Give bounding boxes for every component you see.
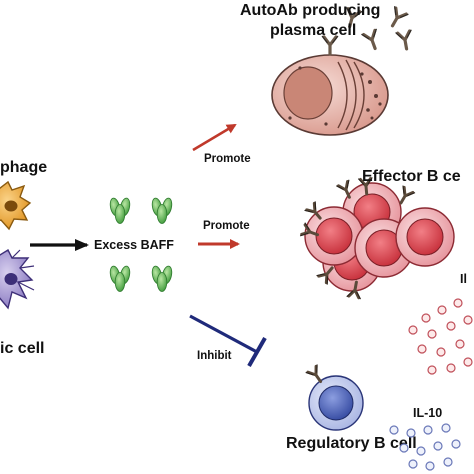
effector-cytokines <box>408 298 473 375</box>
plasma-cell-label-line1: AutoAb producing <box>240 2 380 19</box>
promote-label-effector: Promote <box>203 220 250 232</box>
dendritic-cell <box>0 249 35 310</box>
il10-cytokines <box>389 423 461 471</box>
excess-baff-label: Excess BAFF <box>94 238 174 252</box>
effector-cytokine-label: Il <box>460 272 467 286</box>
macrophage-label: phage <box>0 159 47 176</box>
macrophage <box>0 180 32 231</box>
effector-b-cell <box>304 206 364 266</box>
plasma-cell-label-line2: plasma cell <box>270 22 356 39</box>
regulatory-b-cell <box>304 362 364 431</box>
inhibit-label: Inhibit <box>197 350 232 362</box>
dendritic-cell-label: ic cell <box>0 340 44 357</box>
plasma-cell <box>271 54 389 136</box>
effector-b-cells <box>298 175 455 301</box>
regulatory-b-cell-label: Regulatory B cell <box>286 435 417 452</box>
promote-label-plasma: Promote <box>204 153 251 165</box>
il10-label: IL-10 <box>413 406 442 420</box>
inhibit-arrow <box>189 314 267 367</box>
effector-b-cell <box>395 207 455 267</box>
promote-arrow-plasma <box>192 123 237 152</box>
effector-b-cell-label: Effector B ce <box>362 168 461 185</box>
